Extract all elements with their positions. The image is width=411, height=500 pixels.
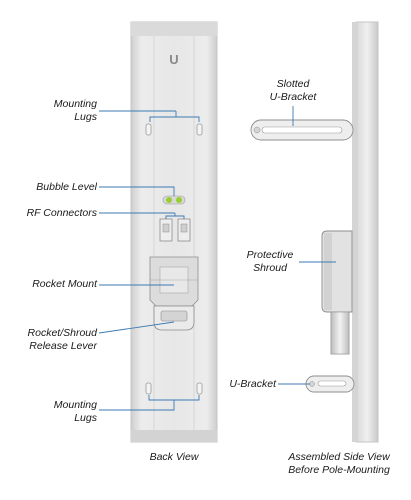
label-line: Lugs: [74, 412, 97, 424]
caption-side-view: Assembled Side View Before Pole-Mounting: [270, 451, 408, 477]
slotted-u-bracket: [250, 119, 354, 141]
label-line: Slotted: [276, 78, 310, 90]
label-protective-shroud: Protective Shroud: [238, 249, 302, 275]
label-line: Mounting: [53, 98, 97, 110]
caption-back-view: Back View: [149, 451, 199, 463]
protective-shroud: [321, 230, 353, 313]
label-mounting-lugs-bottom: Mounting Lugs: [15, 399, 97, 425]
label-line: Release Lever: [29, 340, 97, 352]
release-lever: [153, 305, 195, 331]
leader-mounting-lugs-top-bracket: [149, 116, 200, 122]
label-rocket-mount: Rocket Mount: [32, 278, 97, 290]
label-u-bracket: U-Bracket: [229, 378, 276, 390]
bubble-level: [162, 195, 186, 205]
ubiquiti-logo: U: [169, 52, 178, 67]
rocket-mount: [149, 256, 199, 307]
label-rf-connectors: RF Connectors: [26, 207, 97, 219]
label-line: Protective: [246, 249, 294, 261]
label-mounting-lugs-top: Mounting Lugs: [15, 98, 97, 124]
u-bracket: [305, 375, 355, 393]
label-line: Rocket/Shroud: [27, 327, 97, 339]
label-line: U-Bracket: [269, 91, 317, 103]
label-line: Lugs: [74, 111, 97, 123]
leader-mounting-lugs-bottom: [99, 400, 175, 411]
label-release-lever: Rocket/Shroud Release Lever: [10, 327, 97, 353]
label-line: Mounting: [53, 399, 97, 411]
side-view-antenna: [352, 21, 379, 443]
label-line: Shroud: [253, 262, 287, 274]
rf-connectors: [159, 218, 191, 242]
pole-stub: [330, 311, 350, 355]
leader-release-lever: [98, 321, 175, 334]
label-slotted-u-bracket: Slotted U-Bracket: [255, 78, 331, 104]
leader-mounting-lugs-bottom-bracket: [148, 395, 200, 401]
caption-line: Assembled Side View: [288, 451, 390, 463]
back-view-antenna: [130, 21, 218, 443]
leader-bubble-level: [99, 186, 175, 196]
caption-line: Before Pole-Mounting: [288, 464, 390, 476]
leader-lines: [98, 106, 336, 411]
label-bubble-level: Bubble Level: [36, 181, 97, 193]
